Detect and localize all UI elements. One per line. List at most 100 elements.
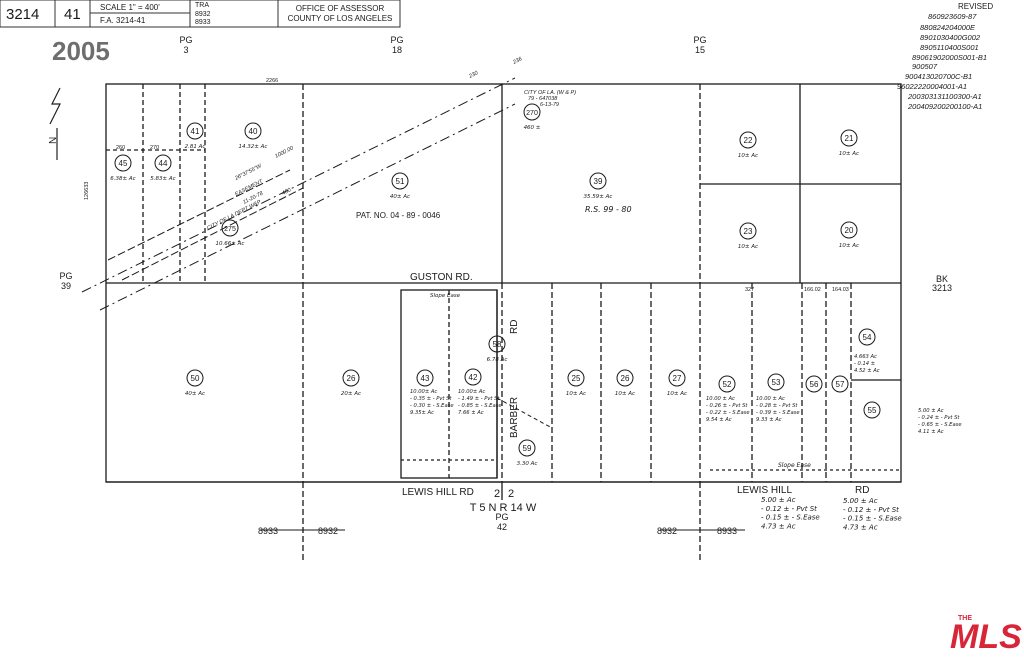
parcel-circle — [805, 375, 823, 393]
acreage-note-line: - 0.85 ± - S.Ease — [458, 403, 502, 409]
revised-entry: 8901030400G002 — [920, 33, 981, 42]
diag-dim: 480 — [281, 187, 293, 197]
acreage-note-line: 7.66 ± Ac — [458, 410, 484, 416]
parcel-area: 10.66± Ac — [216, 241, 245, 247]
tra-code-1: 8932 — [195, 11, 211, 18]
revised-entry: 900413020700C-B1 — [905, 72, 972, 81]
acreage-note-line: - 0.65 ± - S.Ease — [918, 422, 962, 428]
parcel-circle — [416, 369, 434, 387]
pg-ref-3-num: 3 — [183, 45, 188, 55]
parcel-number: 20 — [845, 226, 854, 235]
road-guston: GUSTON RD. — [410, 272, 473, 283]
parcel-number: 270 — [526, 110, 538, 117]
dim-270: 270 — [150, 145, 159, 151]
slope-ease-top: Slope Ease — [430, 293, 461, 299]
parcel-circle — [840, 221, 858, 239]
parcel-area: 10± Ac — [615, 391, 635, 397]
acreage-note-line: - 0.24 ± - Pvt St — [918, 415, 960, 421]
acreage-note-line: - 0.12 ± - Pvt St — [843, 506, 899, 514]
acreage-note-line: 9.35± Ac — [410, 410, 434, 416]
parcel-number: 26 — [347, 374, 356, 383]
bk-ref-label: BK — [936, 274, 948, 284]
parcel-circle — [186, 122, 204, 140]
book-number: 3214 — [6, 6, 39, 23]
acreage-note-line: 9.54 ± Ac — [706, 417, 732, 423]
parcel-number: 54 — [863, 333, 872, 342]
parcel-area: 10± Ac — [738, 153, 758, 159]
scale-text: SCALE 1" = 400' — [100, 3, 160, 12]
acreage-note-line: 4.73 ± Ac — [761, 522, 796, 530]
revised-entry: 89061902000S001-B1 — [912, 53, 987, 62]
revised-entry: 900507 — [912, 62, 938, 71]
road-barber: BARBER — [509, 397, 520, 438]
dim-166: 166.02 — [804, 287, 821, 293]
acreage-note-line: - 0.14 ± — [854, 361, 875, 367]
year-stamp: 2005 — [52, 36, 110, 66]
revised-entry: 860923609-87 — [928, 12, 977, 21]
acreage-note-line: 4.11 ± Ac — [918, 429, 944, 435]
parcel-circle — [518, 439, 536, 457]
parcel-number: 21 — [845, 134, 854, 143]
acreage-note-line: 5.00 ± Ac — [918, 408, 944, 414]
revised-entry: 880824204000E — [920, 23, 976, 32]
acreage-note-line: 4.663 Ac — [854, 354, 877, 360]
north-arrow-icon — [49, 87, 61, 160]
tra-right-a: 8932 — [657, 526, 677, 536]
parcel-area: 10± Ac — [566, 391, 586, 397]
parcel-circle — [186, 369, 204, 387]
section-number-a: 2 — [494, 488, 500, 500]
parcel-circle — [221, 219, 239, 237]
parcel-number: 59 — [523, 444, 532, 453]
parcel-circle — [244, 122, 262, 140]
revised-entry: 8905110400S001 — [920, 43, 979, 52]
pg-ref-15-num: 15 — [695, 45, 705, 55]
revised-entry: 200303131100300-A1 — [907, 92, 982, 101]
tra-code-2: 8933 — [195, 19, 211, 26]
parcel-area: 3.30 Ac — [517, 461, 538, 467]
revised-entry: 200409200200100-A1 — [907, 102, 982, 111]
parcel-number: 53 — [772, 378, 781, 387]
parcel-number: 22 — [744, 136, 753, 145]
road-lewis-hill-right-b: RD — [855, 485, 869, 496]
parcel-number: 50 — [191, 374, 200, 383]
parcel-circle — [668, 369, 686, 387]
parcel-area: 10± Ac — [839, 151, 859, 157]
parcel-number: 275 — [224, 226, 236, 233]
diag-dim: 1000.00 — [274, 145, 295, 160]
parcel-area: 6.38± Ac — [110, 176, 135, 182]
acreage-note-line: - 0.30 ± - S.Ease — [410, 403, 454, 409]
parcel-area: 10± Ac — [738, 244, 758, 250]
parcel-number: 44 — [159, 159, 168, 168]
parcel-number: 51 — [396, 177, 405, 186]
parcel-number: 41 — [191, 127, 200, 136]
parcel-number: 42 — [469, 373, 478, 382]
parcel-area: 6.78 Ac — [487, 357, 508, 363]
parcel-area: 2.81 Ac — [185, 144, 206, 150]
city-note-line: CITY OF LA. (W & P) — [524, 90, 576, 96]
parcel-circle — [342, 369, 360, 387]
parcel-number: 40 — [249, 127, 258, 136]
bk-ref-num: 3213 — [932, 283, 952, 293]
parcel-number: 39 — [594, 177, 603, 186]
pg-ref-39-num: 39 — [61, 281, 71, 291]
section-number-b: 2 — [508, 488, 514, 500]
acreage-note-line: - 0.15 ± - S.Ease — [761, 514, 820, 522]
parcel-area: 14.32± Ac — [239, 144, 268, 150]
header-block — [0, 0, 401, 28]
fa-text: F.A. 3214-41 — [100, 16, 146, 25]
revised-label: REVISED — [958, 2, 993, 11]
acreage-note-line: - 1.49 ± - Pvt St — [458, 396, 500, 402]
office-line-2: COUNTY OF LOS ANGELES — [288, 14, 393, 23]
diag-dim: 236 — [511, 56, 524, 66]
pg-ref-39-label: PG — [59, 271, 72, 281]
dim-164: 164.03 — [832, 287, 849, 293]
acreage-notes: 10.00± Ac- 0.35 ± - Pvt St- 0.30 ± - S.E… — [410, 354, 962, 531]
parcel-number: 25 — [572, 374, 581, 383]
acreage-note-line: 4.73 ± Ac — [843, 523, 878, 531]
parcel-area: 10± Ac — [667, 391, 687, 397]
parcel-number: 56 — [810, 380, 819, 389]
parcel-area: 460 ± — [524, 125, 541, 131]
parcel-area: 40± Ac — [390, 194, 410, 200]
